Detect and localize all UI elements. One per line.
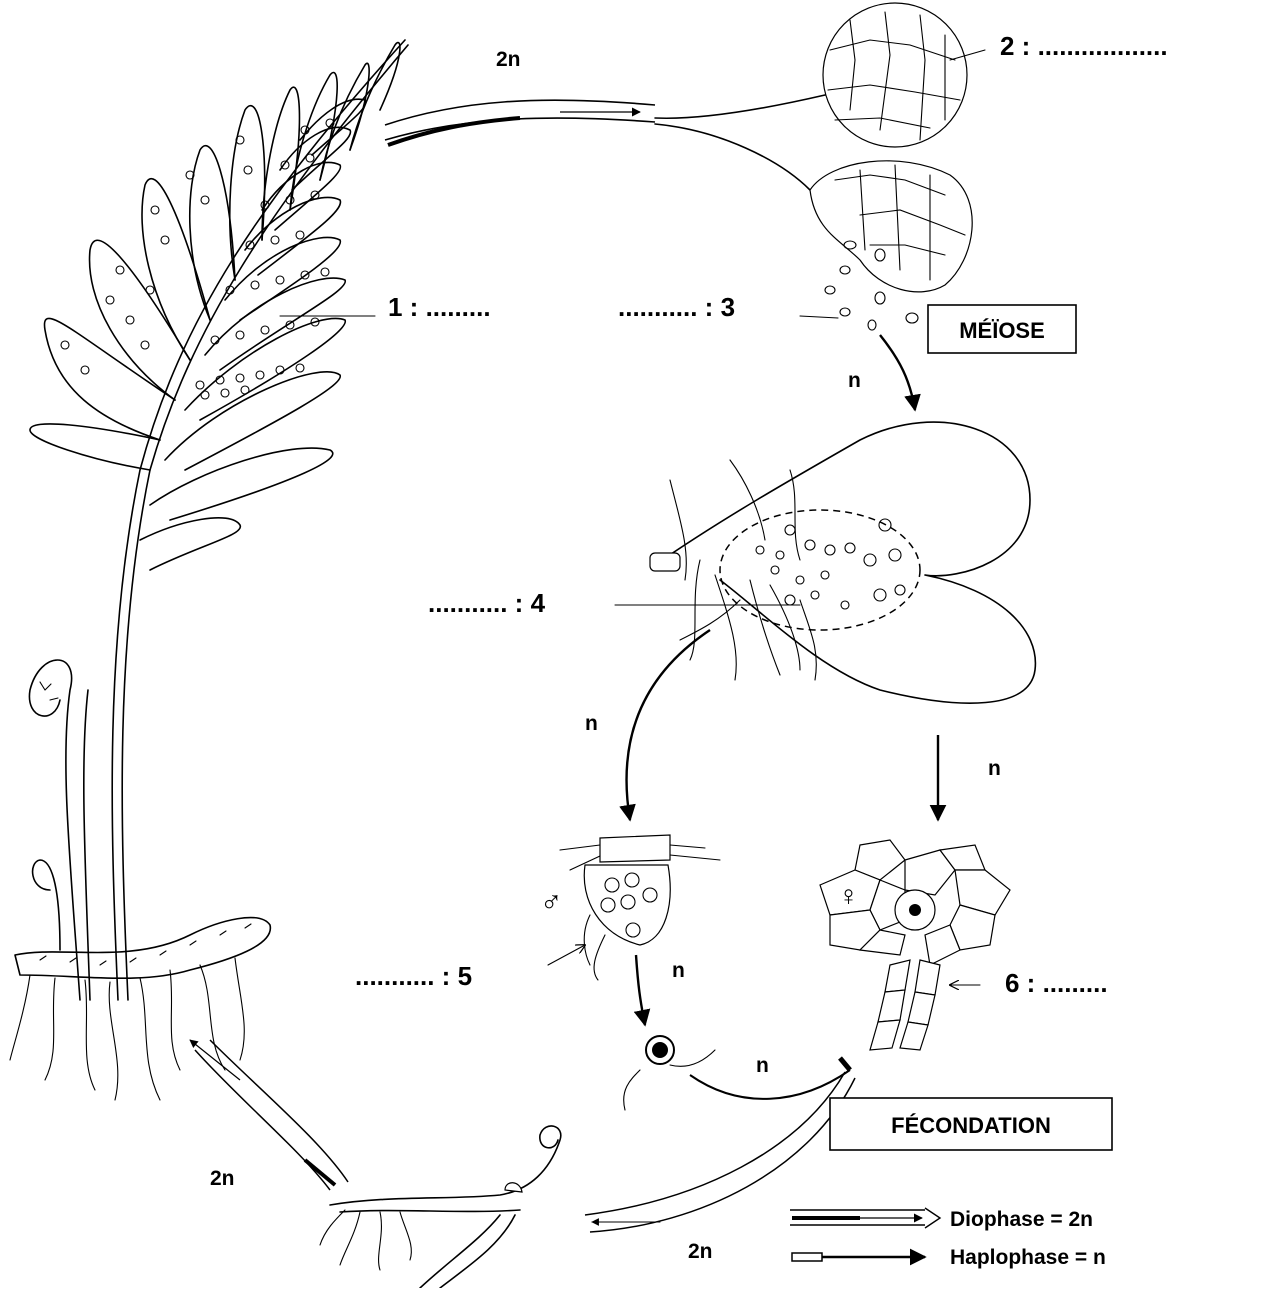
archegonium: ♀ <box>820 840 1010 1050</box>
antheridium: ♂ <box>540 835 720 1110</box>
male-symbol: ♂ <box>540 886 563 919</box>
legend-diophase: Diophase = 2n <box>790 1208 1093 1231</box>
labels: 1 : ......... 2 : .................. ...… <box>355 31 1168 998</box>
label-6: 6 : ......... <box>1005 968 1108 998</box>
label-5: ........... : 5 <box>355 961 472 991</box>
sporangia <box>655 3 972 330</box>
fern-frond <box>10 40 408 1100</box>
legend-diophase-label: Diophase = 2n <box>950 1208 1093 1231</box>
prothallus <box>650 422 1035 703</box>
cycle-arrows <box>190 100 938 1232</box>
legend: Diophase = 2n Haplophase = n <box>790 1208 1106 1269</box>
young-sporophyte <box>320 1126 561 1288</box>
ploidy-spores: n <box>848 369 861 392</box>
legend-haplophase: Haplophase = n <box>792 1246 1106 1269</box>
ploidy-antheridium: n <box>585 712 598 735</box>
meiose-box: MÉÏOSE <box>928 305 1076 353</box>
ploidy-bottom: 2n <box>688 1240 713 1263</box>
label-1: 1 : ......... <box>388 292 491 322</box>
meiose-label: MÉÏOSE <box>959 318 1045 343</box>
label-2: 2 : .................. <box>1000 31 1168 61</box>
ploidy-fecondation: n <box>756 1054 769 1077</box>
legend-haplophase-label: Haplophase = n <box>950 1246 1106 1269</box>
ploidy-bottom-left: 2n <box>210 1167 235 1190</box>
fecondation-label: FÉCONDATION <box>891 1113 1051 1138</box>
ploidy-archegonium: n <box>988 757 1001 780</box>
label-3: ........... : 3 <box>618 292 735 322</box>
fecondation-box: FÉCONDATION <box>830 1098 1112 1150</box>
label-4: ........... : 4 <box>428 588 546 618</box>
ploidy-top: 2n <box>496 48 521 71</box>
female-symbol: ♀ <box>838 880 859 911</box>
ploidy-sperm: n <box>672 959 685 982</box>
